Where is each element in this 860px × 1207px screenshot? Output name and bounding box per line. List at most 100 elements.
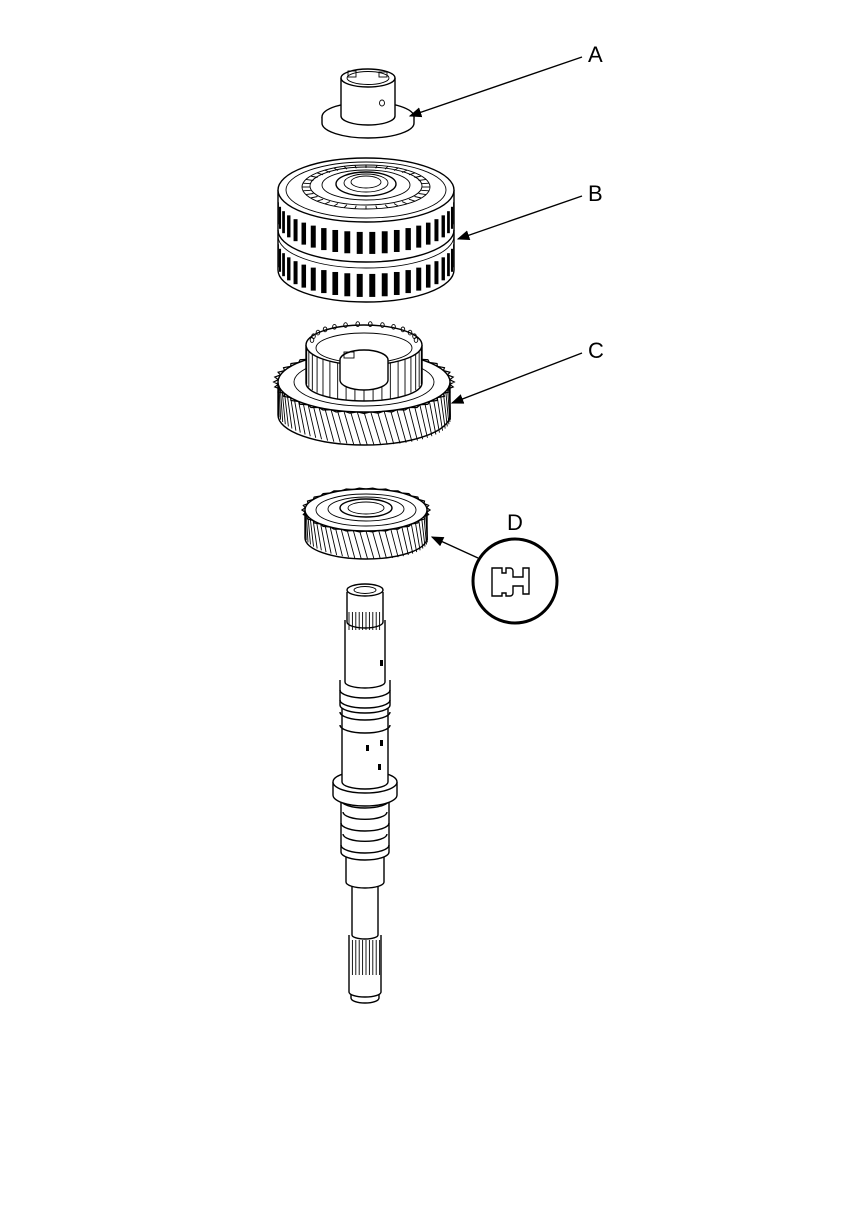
gear-d-teeth [300, 487, 432, 560]
part-a-collar [321, 68, 415, 139]
shaft-ring [339, 689, 391, 699]
shaft-ring [339, 699, 391, 709]
shaft-ring [340, 822, 390, 832]
spline-tooth [316, 172, 324, 176]
shaft-splines [339, 612, 391, 975]
drum-slot [277, 244, 279, 268]
spline-tooth [384, 166, 389, 170]
drum-slot [278, 248, 282, 272]
spline-tooth [375, 165, 378, 169]
drum-slot [344, 231, 351, 254]
drum-slot [356, 273, 363, 297]
drum-slot [310, 267, 316, 291]
drum-slot [321, 270, 327, 294]
drum-slot [293, 219, 298, 242]
spline-tooth [333, 167, 339, 171]
spline-tooth [401, 201, 408, 205]
hub-hole [355, 321, 360, 327]
spline-tooth [343, 166, 348, 170]
hub-hole [380, 322, 385, 328]
drum-slot [447, 211, 450, 234]
shaft-ring [342, 811, 388, 821]
leader-a [408, 56, 583, 118]
drum-slot [282, 211, 285, 234]
drum-slot [434, 261, 439, 285]
callout-c-label: C [588, 338, 604, 363]
spline-tooth [302, 182, 311, 185]
drum-slot [453, 202, 455, 225]
drum-slot [287, 257, 291, 281]
drum-slot [425, 222, 431, 245]
drum-slot [301, 222, 307, 245]
gear-rim [300, 487, 432, 533]
spline-tooth [414, 196, 422, 199]
helical-tooth [277, 382, 451, 446]
drum-slot [416, 267, 422, 291]
spline-tooth [384, 204, 389, 208]
drum-slot [277, 202, 279, 225]
part-d-gear [300, 487, 432, 560]
spline-tooth [310, 196, 318, 199]
leader-c [450, 352, 583, 404]
shaft-ring [340, 844, 390, 854]
drum-slot [381, 273, 388, 297]
drum-slot [369, 273, 376, 297]
spline-tooth [414, 175, 422, 178]
drum-inner-spline [302, 165, 430, 209]
hub-hole [368, 321, 373, 327]
leader-d [430, 536, 479, 559]
drum-slot [453, 244, 455, 268]
spline-tooth [393, 167, 399, 171]
spline-tooth [316, 198, 324, 202]
drum-slot [287, 215, 291, 238]
drum-slot [393, 271, 400, 295]
spline-tooth [305, 193, 314, 195]
drum-slot [425, 264, 431, 288]
spline-tooth [421, 189, 430, 192]
hub-hole [400, 326, 406, 333]
spline-tooth [302, 189, 311, 192]
spline-tooth [324, 201, 331, 205]
drum-slot [405, 228, 411, 251]
helical-tooth [304, 510, 428, 560]
leader-b [456, 195, 583, 241]
spline-tooth [343, 204, 348, 208]
drum-slot [416, 225, 422, 248]
gear-c-hub-holes [309, 321, 419, 343]
drum-slot [321, 228, 327, 251]
hub-hole [343, 322, 348, 328]
spline-tooth [354, 165, 357, 169]
hub-hole [311, 333, 316, 340]
shaft-hole [366, 745, 369, 751]
drum-slot [278, 206, 282, 229]
shaft-marks [366, 660, 383, 770]
hub-hole [391, 323, 396, 330]
mainshaft [332, 583, 398, 1004]
drum-slot [356, 231, 363, 254]
hub-hole [322, 326, 328, 333]
hub-hole [315, 329, 321, 336]
drum-slot [450, 248, 454, 272]
spline-tooth [333, 203, 339, 207]
spline-tooth [418, 193, 427, 195]
drum-slots [277, 202, 455, 297]
drum-slot [447, 253, 450, 277]
drum-slot [441, 215, 445, 238]
callout-b-label: B [588, 181, 603, 206]
spline-tooth [354, 205, 357, 209]
callout-a-label: A [588, 42, 603, 67]
drum-slot [282, 253, 285, 277]
drum-slot [332, 229, 339, 252]
drum-slot [369, 231, 376, 254]
spline-tooth [408, 172, 416, 176]
spline-tooth [375, 205, 378, 209]
drum-slot [310, 225, 316, 248]
hub-hole [413, 337, 419, 343]
shaft-ring [339, 724, 391, 734]
drum-slot [441, 257, 445, 281]
shaft-ring [339, 711, 391, 721]
drum-slot [332, 271, 339, 295]
shaft-ring [342, 833, 388, 843]
drum-slot [301, 264, 307, 288]
